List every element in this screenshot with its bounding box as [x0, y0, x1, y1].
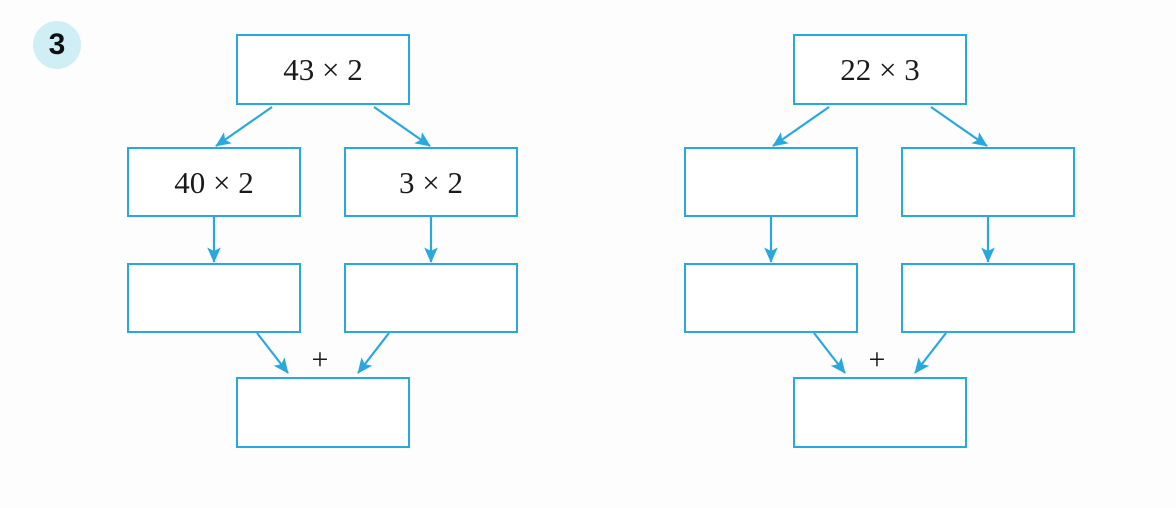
left-row3-box-2[interactable]: [344, 263, 518, 333]
problem-number-badge: 3: [33, 21, 81, 69]
arrow-top-to-row2-right: [930, 106, 988, 147]
left-row2-box-2[interactable]: 3 × 2: [344, 147, 518, 217]
left-diagram-arrows: [207, 106, 438, 374]
left-row2-box-2-label: 3 × 2: [399, 164, 463, 200]
left-row2-box-1[interactable]: 40 × 2: [127, 147, 301, 217]
left-plus-operator: +: [311, 343, 329, 376]
arrow-top-to-row2-right: [373, 106, 431, 147]
right-row2-box-2[interactable]: [901, 147, 1075, 217]
arrow-top-to-row2-left: [772, 106, 830, 147]
right-row2-box-1[interactable]: [684, 147, 858, 217]
right-result-box[interactable]: [793, 377, 967, 448]
right-plus-operator: +: [868, 343, 886, 376]
right-top-box-label: 22 × 3: [840, 52, 920, 87]
right-row3-box-2[interactable]: [901, 263, 1075, 333]
arrow-row3-right-to-result: [357, 332, 390, 374]
left-row3-box-1[interactable]: [127, 263, 301, 333]
problem-number-label: 3: [48, 28, 66, 61]
arrow-top-to-row2-left: [215, 106, 273, 147]
right-row3-box-1[interactable]: [684, 263, 858, 333]
left-result-box[interactable]: [236, 377, 410, 448]
left-top-box-label: 43 × 2: [283, 52, 363, 87]
arrow-row3-right-to-result: [914, 332, 947, 374]
right-top-box[interactable]: 22 × 3: [793, 34, 967, 105]
arrow-row3-left-to-result: [256, 332, 289, 374]
left-top-box[interactable]: 43 × 2: [236, 34, 410, 105]
left-row2-box-1-label: 40 × 2: [174, 164, 254, 200]
right-diagram-arrows: [764, 106, 995, 374]
arrow-row3-left-to-result: [813, 332, 846, 374]
